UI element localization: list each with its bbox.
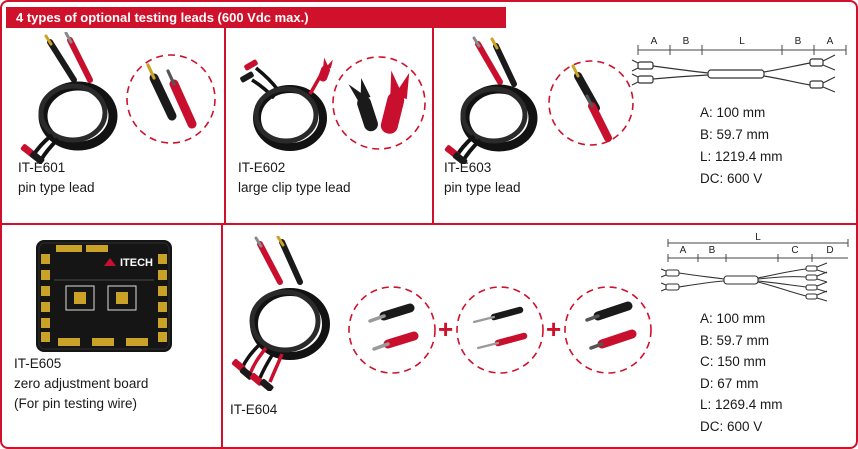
it-e604-caption: IT-E604 bbox=[230, 400, 277, 420]
dim-label: A bbox=[651, 36, 658, 47]
spec-line: C: 150 mm bbox=[700, 354, 767, 369]
plus-sign: + bbox=[546, 314, 562, 344]
product-model: IT-E601 bbox=[18, 160, 66, 175]
spec-line: B: 59.7 mm bbox=[700, 332, 770, 348]
vertical-divider bbox=[221, 225, 223, 447]
spec-line: D: 67 mm bbox=[700, 375, 759, 391]
horizontal-divider bbox=[2, 223, 856, 225]
product-model: IT-E603 bbox=[444, 160, 492, 175]
product-type: pin type lead bbox=[18, 180, 95, 195]
vertical-divider bbox=[432, 28, 434, 223]
dim-label: B bbox=[795, 36, 802, 47]
spec-line: DC: 600 V bbox=[700, 418, 763, 434]
bottom-spec-list: A: 100 mm B: 59.7 mm C: 150 mm D: 67 mm … bbox=[700, 308, 783, 437]
spec-line: B: 59.7 mm bbox=[700, 127, 770, 142]
spec-line: L: 1269.4 mm bbox=[700, 397, 783, 412]
dim-label: A bbox=[827, 36, 834, 47]
spec-line: A: 100 mm bbox=[700, 311, 766, 326]
it-e604-tip-detail-circle-3 bbox=[564, 286, 652, 374]
it-e601-lead-photo bbox=[20, 32, 118, 164]
product-model: IT-E604 bbox=[230, 402, 278, 417]
it-e602-clip-detail-circle bbox=[332, 56, 426, 150]
it-e602-caption: IT-E602 large clip type lead bbox=[238, 158, 351, 198]
dim-label: B bbox=[709, 245, 716, 256]
plus-sign: + bbox=[438, 314, 454, 344]
product-type: pin type lead bbox=[444, 180, 521, 195]
it-e601-caption: IT-E601 pin type lead bbox=[18, 158, 95, 198]
spec-line: A: 100 mm bbox=[700, 105, 766, 120]
dim-label: B bbox=[683, 36, 690, 47]
it-e603-caption: IT-E603 pin type lead bbox=[444, 158, 521, 198]
product-model: IT-E605 bbox=[14, 356, 62, 371]
dim-label: L bbox=[755, 232, 761, 243]
product-desc: zero adjustment board bbox=[14, 376, 149, 391]
product-model: IT-E602 bbox=[238, 160, 286, 175]
section-header-bar: 4 types of optional testing leads (600 V… bbox=[6, 7, 506, 28]
itech-brand-text: ITECH bbox=[120, 257, 153, 269]
top-spec-list: A: 100 mm B: 59.7 mm L: 1219.4 mm DC: 60… bbox=[700, 102, 783, 190]
dim-label: A bbox=[680, 245, 687, 256]
it-e602-lead-photo bbox=[240, 57, 333, 151]
lead-dimension-diagram-bottom: L A B C D bbox=[660, 232, 849, 302]
vertical-divider bbox=[224, 28, 226, 223]
lead-dimension-diagram-top: A B L B A bbox=[631, 36, 847, 93]
product-type: large clip type lead bbox=[238, 180, 351, 195]
spec-line: DC: 600 V bbox=[700, 171, 763, 186]
section-title: 4 types of optional testing leads (600 V… bbox=[16, 10, 309, 25]
it-e605-caption: IT-E605 zero adjustment board (For pin t… bbox=[14, 354, 148, 414]
product-desc: (For pin testing wire) bbox=[14, 396, 138, 411]
dim-label: C bbox=[791, 245, 798, 256]
dim-label: D bbox=[826, 245, 833, 256]
it-e601-probe-detail-circle bbox=[126, 54, 216, 144]
it-e604-tip-detail-circle-1 bbox=[348, 286, 436, 374]
dim-label: L bbox=[739, 36, 745, 47]
it-e604-tip-detail-circle-2 bbox=[456, 286, 544, 374]
it-e604-lead-photo bbox=[231, 236, 330, 391]
it-e605-board-photo: ITECH bbox=[36, 240, 172, 352]
spec-line: L: 1219.4 mm bbox=[700, 149, 783, 164]
it-e603-lead-photo bbox=[444, 36, 538, 164]
it-e603-probe-detail-circle bbox=[548, 60, 634, 146]
itech-logo-mark bbox=[104, 258, 116, 266]
